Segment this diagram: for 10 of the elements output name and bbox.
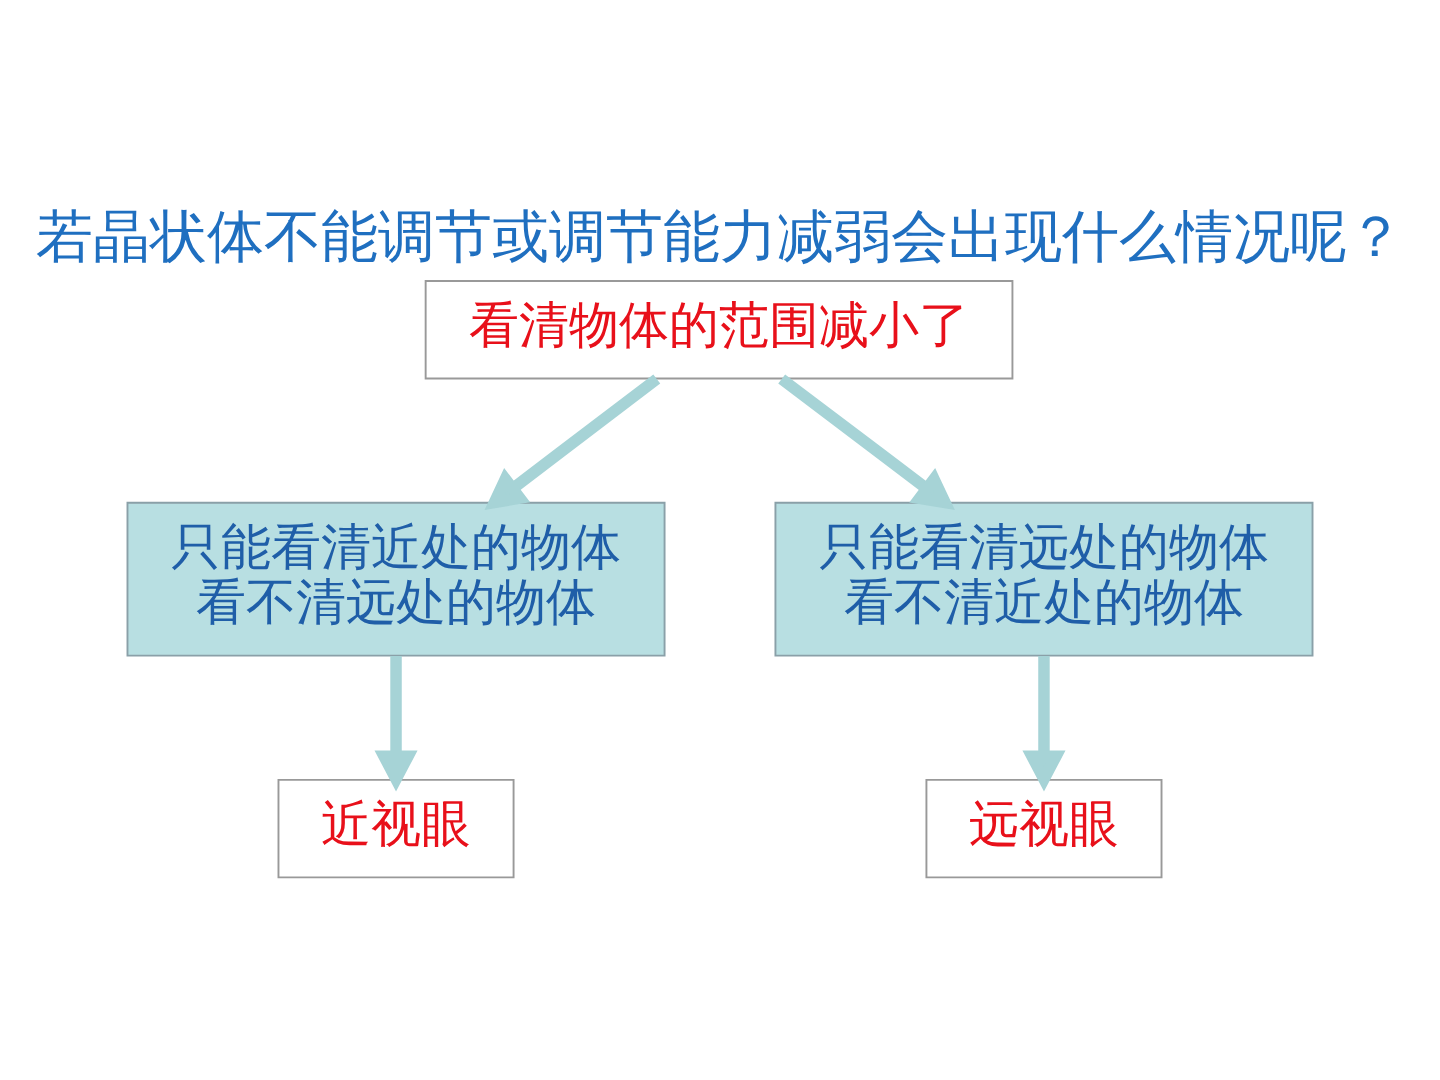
arrow — [374, 656, 418, 792]
diagram-title: 若晶状体不能调节或调节能力减弱会出现什么情况呢？ — [36, 203, 1404, 271]
arrow — [484, 374, 661, 510]
arrow — [778, 374, 955, 510]
node-box: 远视眼 — [925, 778, 1163, 879]
node-box: 近视眼 — [277, 778, 515, 879]
node-box: 只能看清远处的物体 看不清近处的物体 — [774, 501, 1314, 657]
node-box: 看清物体的范围减小了 — [424, 280, 1014, 380]
node-box: 只能看清近处的物体 看不清远处的物体 — [126, 501, 666, 657]
arrow — [1022, 656, 1066, 792]
